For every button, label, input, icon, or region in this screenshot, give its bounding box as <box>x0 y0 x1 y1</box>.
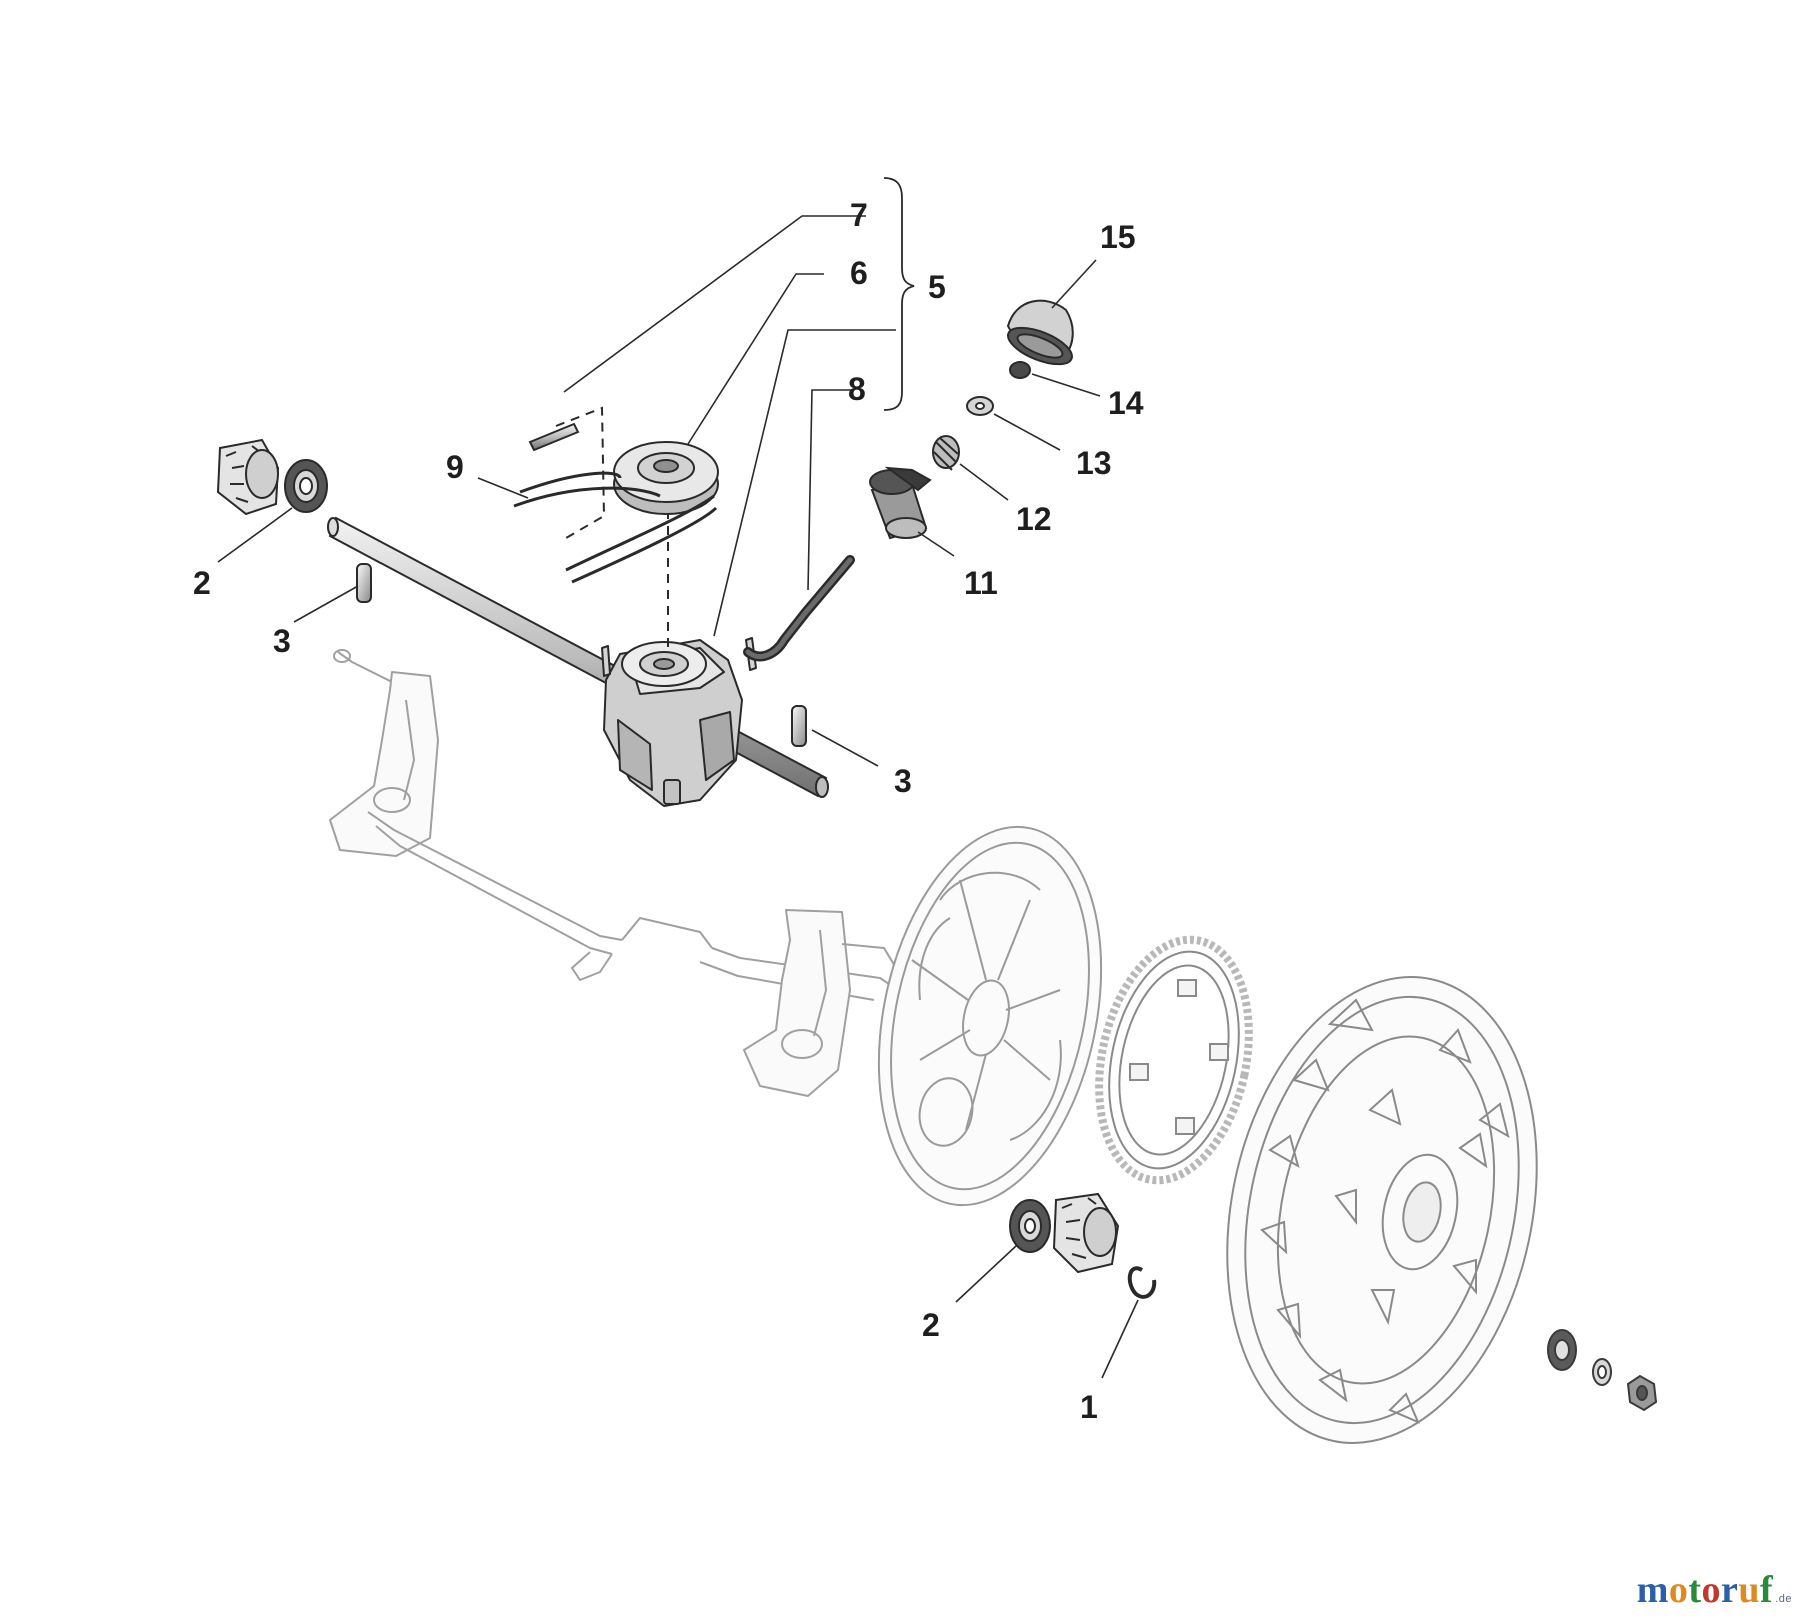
circlip <box>1127 1266 1157 1299</box>
callout-6: 6 <box>850 255 868 291</box>
callout-8: 8 <box>848 371 866 407</box>
roll-pin-right <box>791 705 807 747</box>
adjuster-knob <box>1006 299 1074 366</box>
washer <box>966 396 994 416</box>
alignment-dashes <box>555 406 669 652</box>
logo-letter: t <box>1688 1569 1702 1611</box>
logo-letter: f <box>1760 1569 1774 1611</box>
hub-nut <box>1626 1374 1658 1412</box>
logo-letter: o <box>1668 1569 1689 1611</box>
callout-1: 1 <box>1080 1389 1098 1425</box>
rear-wheel-ghost <box>1226 976 1538 1444</box>
pulley <box>613 441 719 515</box>
callout-15: 15 <box>1100 219 1136 255</box>
bearing-top <box>284 459 328 513</box>
v-belt <box>513 471 718 584</box>
callout-2-bottom: 2 <box>922 1307 940 1343</box>
leader-lines <box>217 215 1139 1379</box>
callout-2-top: 2 <box>193 565 211 601</box>
ring-gear-ghost <box>1095 935 1253 1185</box>
logo-tld: .de <box>1775 1593 1792 1605</box>
callout-12: 12 <box>1016 501 1052 537</box>
callout-5: 5 <box>928 269 946 305</box>
pinion-gear-bottom <box>1052 1192 1120 1274</box>
bearing-bottom <box>1009 1199 1051 1253</box>
gearbox <box>601 637 757 807</box>
key-pin <box>528 422 580 452</box>
logo-letter: r <box>1721 1569 1739 1611</box>
callout-9: 9 <box>446 449 464 485</box>
hex-nut <box>1009 361 1031 379</box>
logo-letter: u <box>1738 1569 1761 1611</box>
callout-7: 7 <box>850 197 868 233</box>
adjuster-spring <box>932 435 960 471</box>
motoruf-watermark-logo: motoruf.de <box>1637 1568 1792 1612</box>
logo-letter: m <box>1636 1569 1669 1611</box>
logo-letter: o <box>1701 1569 1722 1611</box>
shift-rod <box>743 555 855 662</box>
hub-bearing <box>1547 1329 1577 1371</box>
callout-14: 14 <box>1108 385 1144 421</box>
adjuster-bushing <box>869 466 932 540</box>
pinion-gear-top <box>216 438 280 516</box>
callout-11: 11 <box>964 565 998 601</box>
callout-3-left: 3 <box>273 623 291 659</box>
callout-labels: 7 6 5 8 9 15 14 13 12 11 2 3 3 2 1 <box>193 197 1144 1425</box>
assembly-brace <box>883 177 915 411</box>
hub-washer <box>1592 1358 1612 1386</box>
wheel-cover-ghost <box>877 825 1103 1207</box>
callout-13: 13 <box>1076 445 1112 481</box>
roll-pin-left <box>356 563 372 603</box>
callout-3-right: 3 <box>894 763 912 799</box>
rear-axle-frame-ghost <box>329 649 897 1097</box>
